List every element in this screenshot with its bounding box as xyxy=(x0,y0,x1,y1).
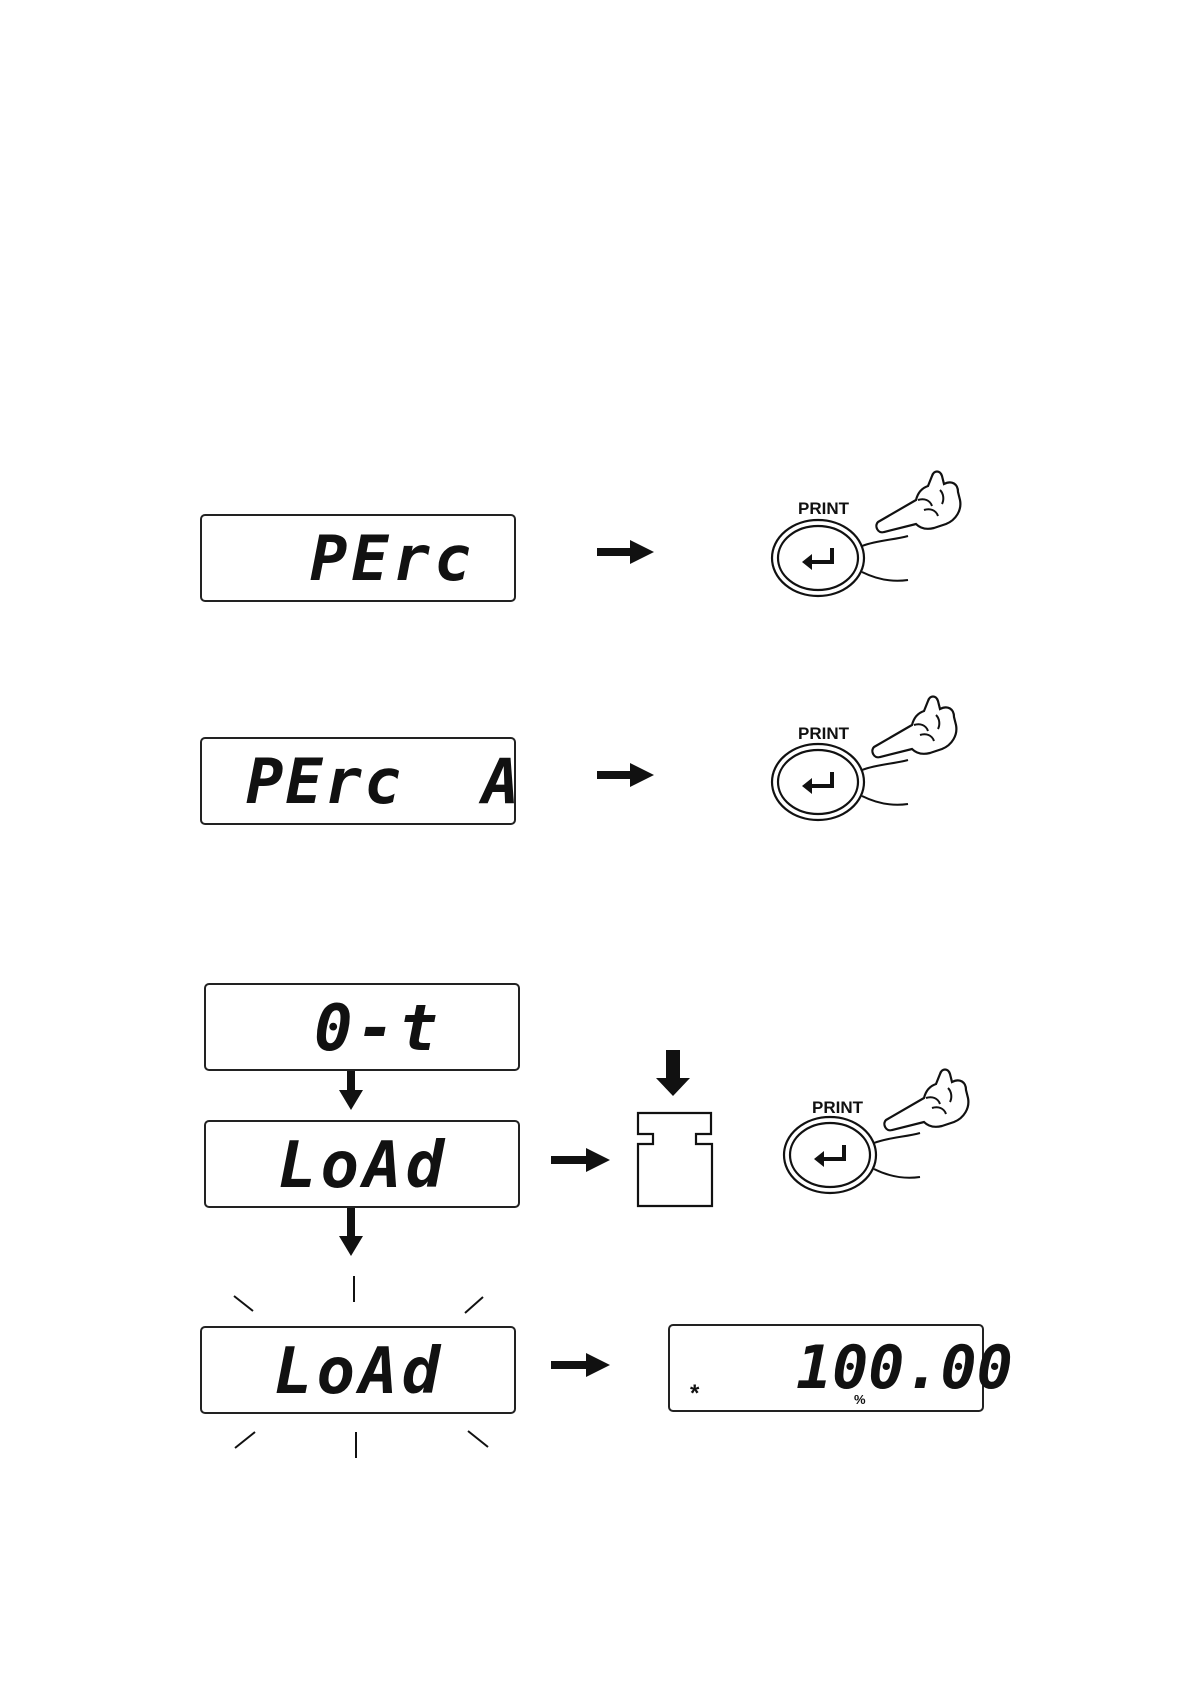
lcd-display-zero: 0-t xyxy=(204,983,520,1071)
print-key-label: PRINT xyxy=(812,1098,863,1118)
lcd-text: 0-t xyxy=(314,997,442,1061)
pointing-hand-icon xyxy=(884,1070,968,1131)
down-arrow-icon xyxy=(656,1050,690,1096)
right-arrow-icon xyxy=(551,1148,610,1172)
pointing-hand-icon xyxy=(876,472,960,533)
down-arrow-icon xyxy=(339,1200,363,1256)
lcd-display-step1: PErc xyxy=(200,514,516,602)
result-value: 100.00 xyxy=(796,1338,1013,1398)
calibration-weight-icon xyxy=(638,1113,712,1206)
right-arrow-icon xyxy=(597,540,654,564)
print-key-label: PRINT xyxy=(798,499,849,519)
lcd-display-load-flashing: LoAd xyxy=(200,1326,516,1414)
pointing-hand-icon xyxy=(872,697,956,758)
stable-mark: * xyxy=(690,1380,699,1408)
lcd-text: LoAd xyxy=(274,1340,444,1404)
lcd-text: PErc xyxy=(310,528,475,590)
print-key-label: PRINT xyxy=(798,724,849,744)
lcd-display-result: 100.00 * % xyxy=(668,1324,984,1412)
lcd-display-step2: PErc A xyxy=(200,737,516,825)
lcd-text: LoAd xyxy=(278,1134,448,1198)
lcd-display-load: LoAd xyxy=(204,1120,520,1208)
lcd-text: PErc A xyxy=(246,751,521,813)
right-arrow-icon xyxy=(597,763,654,787)
right-arrow-icon xyxy=(551,1353,610,1377)
result-unit: % xyxy=(854,1392,866,1407)
